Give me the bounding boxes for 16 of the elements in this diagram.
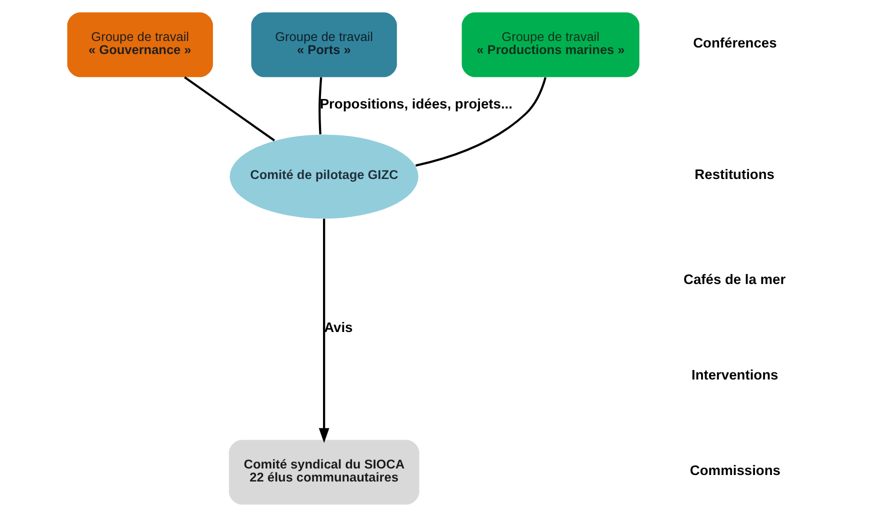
edge-label: Propositions, idées, projets... [319,95,512,112]
node-box: Groupe de travail « Productions marines » [461,12,639,78]
connector [318,77,322,134]
label: Cafés de la mer [683,270,786,287]
node-ellipse: Comité de pilotage GIZC [229,134,418,219]
node-box: Groupe de travail « Gouvernance » [66,12,212,78]
connector [184,76,275,142]
label: Interventions [690,366,778,383]
arrow [318,218,329,443]
label: Conférences [692,34,776,50]
label: Commissions [689,462,780,478]
label: Restitutions [694,166,774,182]
node-box: Groupe de travail « Ports » [250,12,396,78]
connector [414,77,546,167]
node-box: Comité syndical du SIOCA 22 élus communautaires [228,440,419,505]
edge-label: Avis [324,318,352,335]
